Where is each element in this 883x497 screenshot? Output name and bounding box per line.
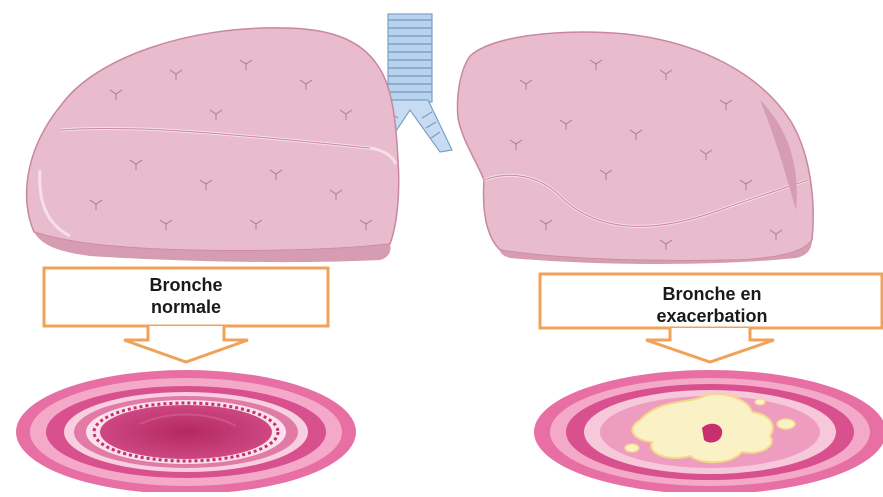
callout-left-line2: normale (46, 296, 326, 318)
bronchus-exacerbation-icon (534, 370, 883, 492)
bronchus-normal-icon (16, 370, 356, 492)
callout-right-line2: exacerbation (542, 305, 882, 327)
callout-left-label: Bronche normale (46, 274, 326, 318)
lung-right-icon (458, 32, 814, 264)
callout-right-line1: Bronche en (542, 283, 882, 305)
lung-left-icon (27, 28, 399, 262)
callout-right-label: Bronche en exacerbation (542, 283, 882, 327)
callout-left-line1: Bronche (46, 274, 326, 296)
